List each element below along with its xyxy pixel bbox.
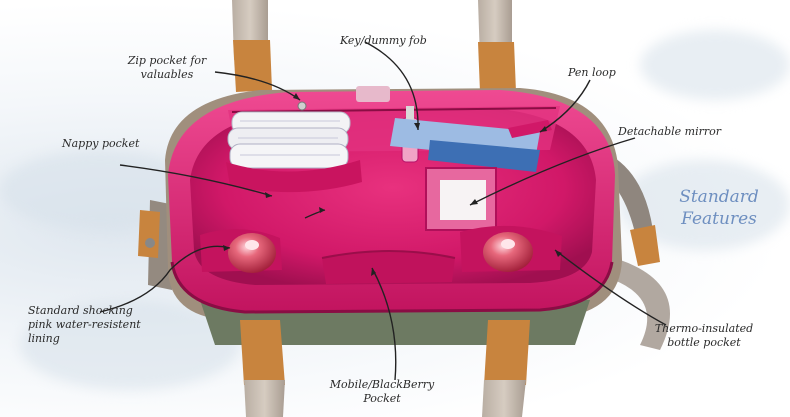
label-bottle-pocket: Thermo-insulated bottle pocket: [644, 322, 764, 350]
label-nappy-pocket: Nappy pocket: [62, 137, 139, 151]
mobile-pocket: [322, 251, 455, 284]
label-pen-loop: Pen loop: [568, 66, 616, 80]
label-mobile-pocket: Mobile/BlackBerry Pocket: [312, 378, 452, 406]
standard-features-heading: Standard Features: [664, 186, 774, 230]
callout-lines: [99, 41, 667, 381]
label-line: Key/dummy fob: [340, 34, 427, 47]
bottle-left: [200, 229, 282, 273]
brand-tag: [356, 86, 390, 102]
label-line: Detachable mirror: [618, 125, 722, 138]
label-line: Pen loop: [568, 66, 616, 79]
top-strap-right: [478, 0, 516, 92]
heading-line: Standard: [679, 187, 759, 207]
zip-pull-icon: [297, 101, 307, 111]
heading-line: Features: [681, 209, 757, 229]
arrowheads: [223, 93, 562, 276]
label-lining: Standard shocking pink water-resistent l…: [28, 304, 141, 346]
nappies: [227, 111, 351, 169]
pen-loop: [508, 120, 552, 138]
bottle-right: [460, 225, 562, 272]
label-line: Zip pocket for: [127, 54, 207, 67]
label-line: Standard shocking: [28, 304, 133, 317]
cloud: [640, 30, 790, 100]
label-line: Nappy pocket: [62, 137, 140, 150]
label-line: valuables: [140, 68, 194, 81]
top-strap-left: [232, 0, 272, 92]
label-line: Mobile/BlackBerry: [329, 378, 435, 391]
label-line: Pocket: [363, 392, 401, 405]
label-key-fob: Key/dummy fob: [340, 34, 427, 48]
label-detachable-mirror: Detachable mirror: [618, 125, 721, 139]
label-line: bottle pocket: [667, 336, 741, 349]
label-line: Thermo-insulated: [654, 322, 754, 335]
label-line: lining: [28, 332, 60, 345]
label-line: pink water-resistent: [28, 318, 141, 331]
label-zip-pocket: Zip pocket for valuables: [112, 54, 222, 82]
